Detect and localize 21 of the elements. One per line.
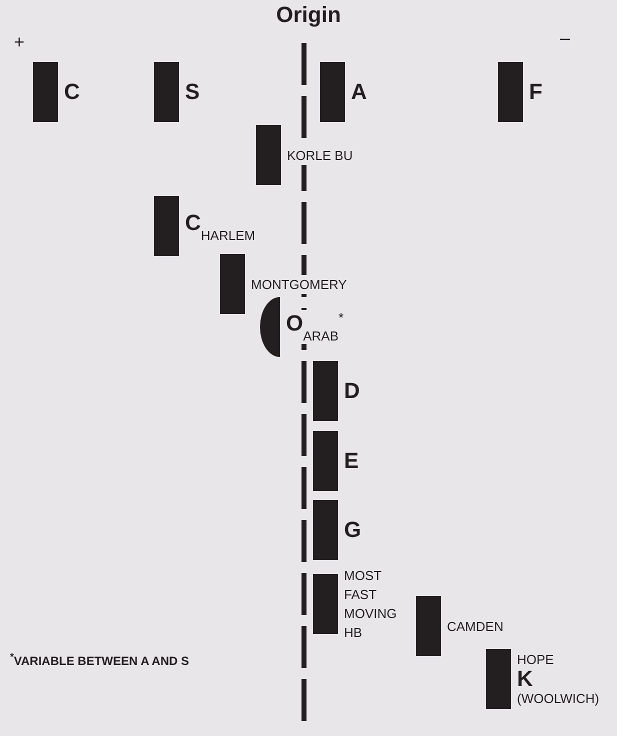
band-label: K [517,669,534,689]
gel-band [313,361,338,421]
gel-band [416,596,441,656]
gel-band [154,196,179,256]
band-label: (WOOLWICH) [517,690,600,708]
polarity-sign: + [14,32,25,53]
polarity-sign: – [560,28,570,49]
band-label: MONTGOMERY [251,274,347,294]
gel-band [313,431,338,491]
gel-band [220,254,245,314]
gel-band [33,62,58,122]
gel-band [256,125,281,185]
gel-band [313,500,338,560]
gel-band [320,62,345,122]
gel-band [498,62,523,122]
gel-band [154,62,179,122]
title: Origin [275,2,342,28]
footnote: $^{*}$VARIABLE BETWEEN A AND S [10,652,190,668]
band-label: HOPE [517,651,555,669]
gel-band [313,574,338,634]
gel-band [486,649,511,709]
